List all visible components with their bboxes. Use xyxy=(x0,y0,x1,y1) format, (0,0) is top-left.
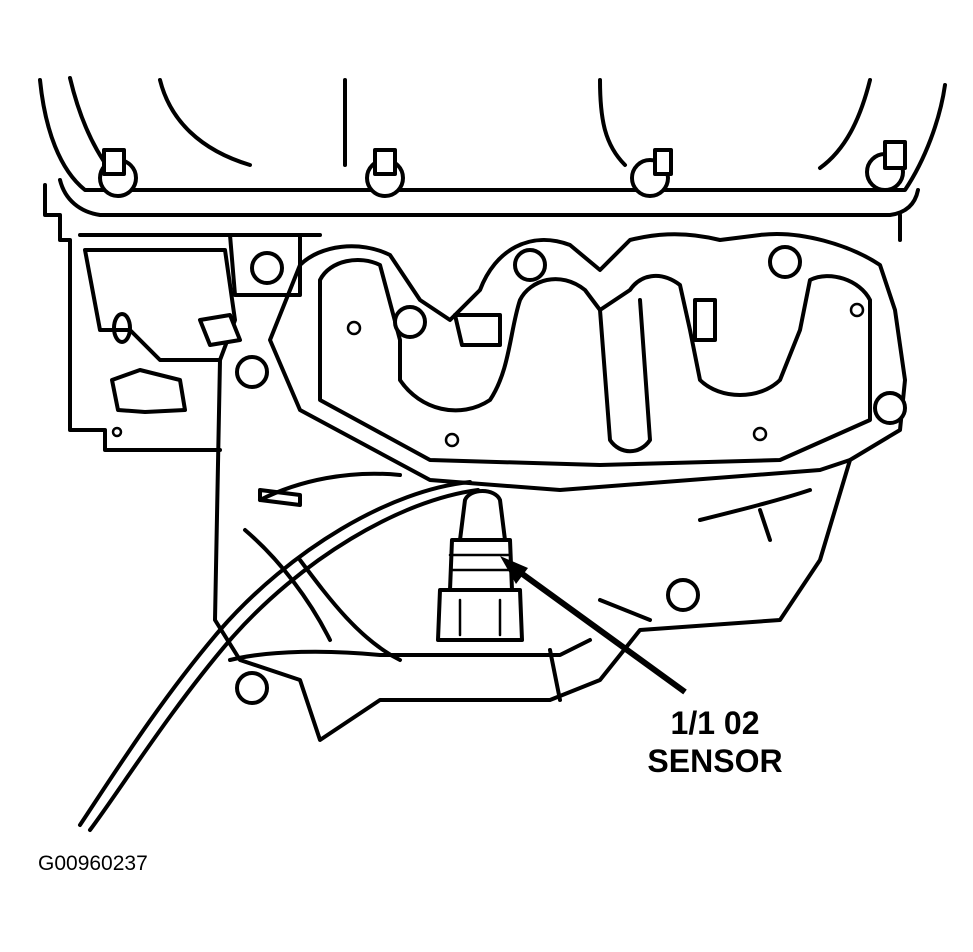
port-studs xyxy=(198,298,717,347)
bolt-7 xyxy=(235,671,269,705)
stud-3 xyxy=(630,148,673,198)
bolt-6 xyxy=(666,578,700,612)
bolt-3 xyxy=(768,245,802,279)
o2-sensor-callout: 1/1 02 SENSOR xyxy=(600,704,830,780)
o2-sensor xyxy=(436,489,524,642)
bolt-5 xyxy=(873,391,907,425)
figure-id: G00960237 xyxy=(38,852,148,875)
exhaust-manifold xyxy=(268,232,907,492)
stud-1 xyxy=(98,148,138,198)
callout-leader xyxy=(500,556,687,695)
bolt-1 xyxy=(393,305,427,339)
sensor-wire-inner xyxy=(78,480,472,827)
bolt-2 xyxy=(513,248,547,282)
intake-manifold xyxy=(38,76,947,452)
stud-2 xyxy=(365,148,405,198)
bolt-4 xyxy=(235,355,269,389)
manifold-lower-section xyxy=(213,358,852,742)
intake-studs xyxy=(98,140,907,198)
engine-block-left xyxy=(83,233,302,438)
stud-4 xyxy=(865,140,907,192)
sensor-wire xyxy=(88,488,480,832)
callout-line-2: SENSOR xyxy=(647,743,783,779)
callout-line-1: 1/1 02 xyxy=(670,705,760,741)
manifold-bolts xyxy=(235,245,907,705)
